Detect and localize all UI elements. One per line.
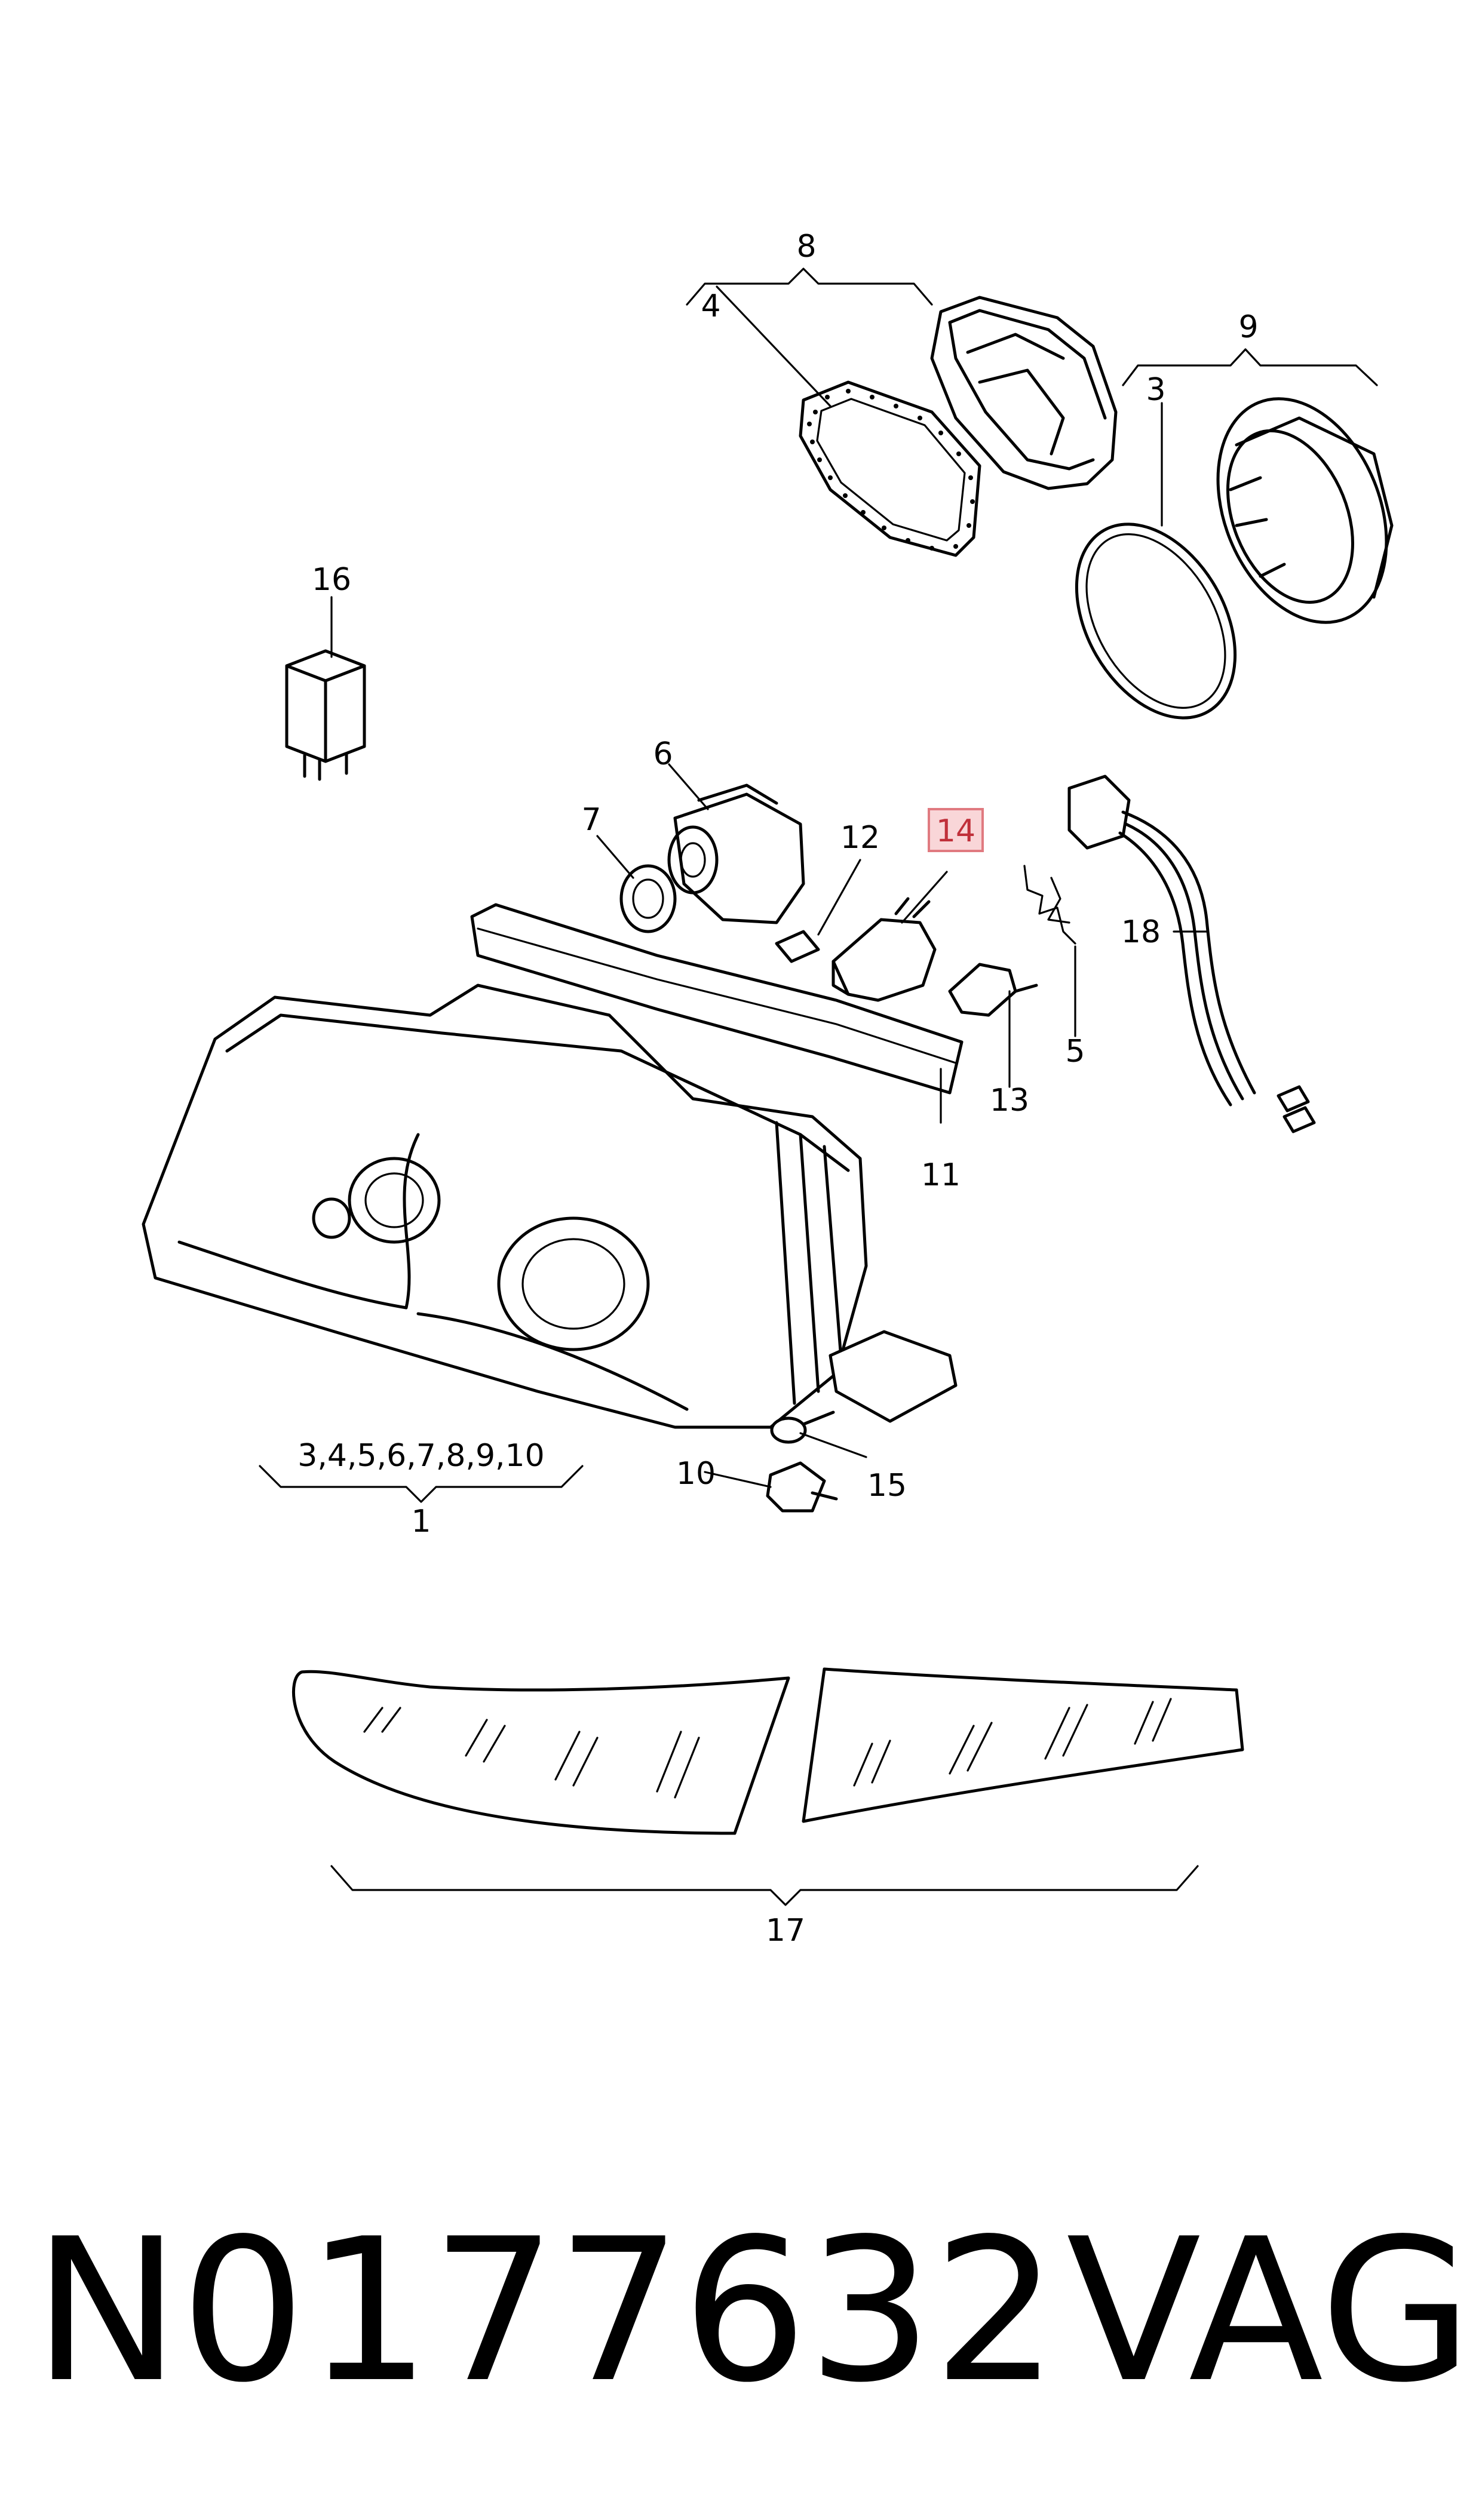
leader-lines	[259, 268, 1378, 1906]
part-11-seal	[470, 903, 964, 1095]
part-1-headlight	[142, 984, 958, 1429]
callout-8[interactable]: 8	[796, 229, 816, 265]
callout-13[interactable]: 13	[990, 1083, 1029, 1118]
part-18-harness	[1067, 775, 1316, 1133]
part-9-housing	[1216, 397, 1394, 624]
callout-16[interactable]: 16	[312, 562, 351, 598]
callout-1[interactable]: 1	[411, 1504, 431, 1539]
brand-name: VAG	[1066, 2196, 1473, 2426]
part-7-ring	[619, 864, 677, 933]
part-10-clip	[766, 1461, 838, 1513]
callout-7[interactable]: 7	[581, 802, 601, 838]
part-4-gasket	[799, 380, 981, 557]
callout-10[interactable]: 10	[676, 1456, 716, 1492]
part-15-screw	[770, 1410, 835, 1444]
callout-3[interactable]: 3	[1146, 372, 1165, 408]
callout-15[interactable]: 15	[867, 1468, 907, 1504]
callout-14[interactable]: 14	[936, 813, 975, 849]
part-8-housing	[930, 296, 1118, 490]
callout-5[interactable]: 5	[1065, 1034, 1085, 1070]
callout-18[interactable]: 18	[1121, 914, 1161, 950]
part-16-relay	[285, 649, 366, 781]
part-3-gasket	[1075, 523, 1237, 720]
callout-4[interactable]: 4	[701, 288, 720, 324]
part-5-clip	[1023, 865, 1076, 945]
part-6-motor	[667, 783, 805, 924]
callout-11[interactable]: 11	[921, 1157, 961, 1193]
callout-labels: 8 4 9 3 16 6 7 12 14 18 5 13 11 3,4,5,6,…	[297, 229, 1258, 1949]
callout-6[interactable]: 6	[653, 736, 673, 772]
callout-group-1: 3,4,5,6,7,8,9,10	[297, 1438, 544, 1474]
callout-14-highlight	[928, 808, 984, 852]
callout-12[interactable]: 12	[840, 820, 880, 856]
part-13-bulb	[948, 963, 1038, 1017]
part-17-lenses	[292, 1667, 1244, 1835]
part-12-bulb	[775, 930, 820, 963]
callout-17[interactable]: 17	[766, 1913, 805, 1949]
callout-9[interactable]: 9	[1238, 309, 1258, 345]
part-14-bulb	[831, 897, 937, 1002]
part-number: N0177632	[33, 2196, 1058, 2426]
